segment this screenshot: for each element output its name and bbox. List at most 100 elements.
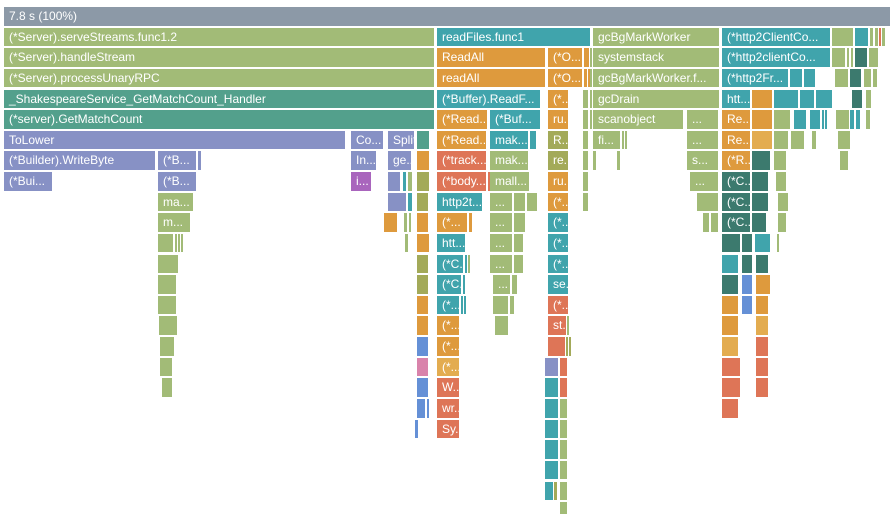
flame-frame[interactable] xyxy=(703,213,709,232)
flame-frame[interactable]: (*... xyxy=(548,233,568,253)
flame-frame[interactable] xyxy=(417,130,429,150)
flame-frame[interactable] xyxy=(175,233,177,253)
flame-frame[interactable] xyxy=(583,89,588,109)
flame-frame[interactable] xyxy=(832,48,845,67)
flame-frame[interactable] xyxy=(588,68,591,88)
flame-frame[interactable] xyxy=(851,48,853,67)
flame-frame[interactable] xyxy=(752,192,768,212)
flame-frame[interactable] xyxy=(835,68,848,88)
flame-frame[interactable] xyxy=(812,130,816,150)
flame-frame[interactable] xyxy=(417,378,428,397)
flame-frame[interactable] xyxy=(560,357,567,377)
flame-frame[interactable] xyxy=(417,337,428,356)
flame-frame[interactable]: m... xyxy=(158,213,190,232)
flame-frame[interactable]: htt... xyxy=(437,233,465,253)
flame-frame[interactable]: gcBgMarkWorker.f... xyxy=(593,68,719,88)
flame-frame[interactable] xyxy=(583,192,588,212)
flame-frame[interactable] xyxy=(514,192,525,212)
flame-frame[interactable] xyxy=(160,337,174,356)
flame-frame[interactable]: In... xyxy=(351,151,376,170)
flame-frame[interactable]: mak... xyxy=(490,130,528,150)
flame-frame[interactable] xyxy=(545,460,558,480)
flame-frame[interactable] xyxy=(545,357,558,377)
flame-frame[interactable] xyxy=(514,213,525,232)
flame-frame[interactable] xyxy=(158,233,173,253)
flame-frame[interactable] xyxy=(388,172,400,191)
flame-frame[interactable] xyxy=(198,151,201,170)
flame-frame[interactable] xyxy=(583,151,588,170)
flame-frame[interactable] xyxy=(527,192,537,212)
flame-frame[interactable] xyxy=(752,172,768,191)
flame-frame[interactable] xyxy=(567,316,569,335)
flame-frame[interactable] xyxy=(417,254,428,274)
flame-frame[interactable]: mak... xyxy=(490,151,528,170)
flame-frame[interactable]: (*server).GetMatchCount xyxy=(4,110,434,129)
flame-frame[interactable] xyxy=(790,68,802,88)
flame-frame[interactable]: (*... xyxy=(548,192,568,212)
flame-frame[interactable] xyxy=(722,233,740,253)
flame-frame[interactable] xyxy=(825,110,827,129)
flame-frame[interactable] xyxy=(388,192,406,212)
flame-frame[interactable] xyxy=(408,172,412,191)
flame-frame[interactable]: (*Builder).WriteByte xyxy=(4,151,155,170)
flame-frame[interactable] xyxy=(722,295,738,315)
flame-frame[interactable]: htt... xyxy=(722,89,750,109)
flame-frame[interactable] xyxy=(560,481,567,501)
flame-frame[interactable]: (*C... xyxy=(722,192,750,212)
flame-frame[interactable] xyxy=(804,68,815,88)
flame-frame[interactable] xyxy=(510,295,514,315)
flame-frame[interactable]: (*... xyxy=(437,213,467,232)
flame-frame[interactable] xyxy=(162,378,172,397)
flame-frame[interactable] xyxy=(158,254,178,274)
flame-frame[interactable] xyxy=(159,316,177,335)
flame-frame[interactable] xyxy=(856,110,860,129)
flame-frame[interactable] xyxy=(548,337,565,356)
flame-frame[interactable] xyxy=(625,130,627,150)
flame-frame[interactable] xyxy=(545,378,558,397)
flame-frame[interactable] xyxy=(822,110,824,129)
flame-frame[interactable] xyxy=(417,172,429,191)
flame-frame[interactable]: (*C... xyxy=(437,275,461,294)
flame-frame[interactable] xyxy=(752,151,770,170)
flame-frame[interactable] xyxy=(583,172,588,191)
flame-frame[interactable] xyxy=(560,399,567,418)
flame-frame[interactable]: (*track... xyxy=(437,151,486,170)
flame-frame[interactable]: (*Bui... xyxy=(4,172,52,191)
flame-frame[interactable]: ReadAll xyxy=(437,48,545,67)
flame-frame[interactable] xyxy=(158,295,176,315)
flame-frame[interactable]: W... xyxy=(437,378,459,397)
flame-frame[interactable] xyxy=(409,213,411,232)
flame-frame[interactable]: (*B... xyxy=(158,151,196,170)
flame-frame[interactable] xyxy=(590,110,592,129)
flame-frame[interactable] xyxy=(417,275,428,294)
flame-frame[interactable]: (*Server).handleStream xyxy=(4,48,434,67)
flame-frame[interactable] xyxy=(752,213,766,232)
flame-frame[interactable]: ... xyxy=(490,213,512,232)
flame-frame[interactable] xyxy=(512,275,517,294)
flame-frame[interactable] xyxy=(866,89,871,109)
flame-frame[interactable] xyxy=(711,213,718,232)
flame-frame[interactable] xyxy=(722,337,738,356)
flame-frame[interactable] xyxy=(417,192,428,212)
flame-frame[interactable] xyxy=(181,233,183,253)
flame-frame[interactable] xyxy=(774,110,790,129)
flame-frame[interactable] xyxy=(756,337,768,356)
flame-frame[interactable] xyxy=(778,213,786,232)
flame-frame[interactable]: scanobject xyxy=(593,110,683,129)
flame-frame[interactable]: (*C... xyxy=(722,172,750,191)
flame-frame[interactable] xyxy=(495,316,508,335)
flame-frame[interactable] xyxy=(583,110,588,129)
flame-frame[interactable]: (*R... xyxy=(722,151,750,170)
flame-frame[interactable]: (*... xyxy=(548,213,568,232)
flame-frame[interactable] xyxy=(869,48,878,67)
flame-frame[interactable]: _ShakespeareService_GetMatchCount_Handle… xyxy=(4,89,434,109)
flame-frame[interactable] xyxy=(882,27,885,47)
flame-frame[interactable]: ru... xyxy=(548,110,568,129)
flame-frame[interactable] xyxy=(405,233,408,253)
flame-frame[interactable] xyxy=(560,378,567,397)
flame-frame[interactable] xyxy=(778,192,788,212)
flame-frame[interactable] xyxy=(875,27,878,47)
flame-frame[interactable] xyxy=(838,130,850,150)
flame-frame[interactable] xyxy=(590,89,592,109)
flame-frame[interactable]: (*... xyxy=(548,295,568,315)
